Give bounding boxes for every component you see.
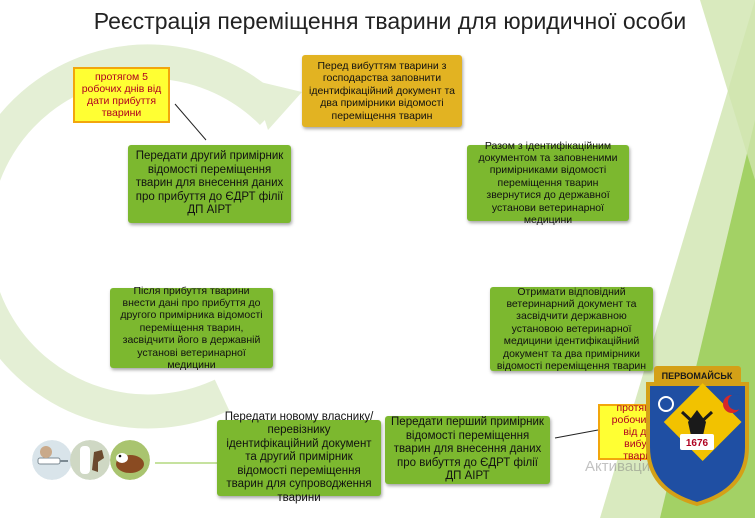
- note-left-connector: [174, 103, 207, 141]
- step-6-box: Після прибуття тварини внести дані про п…: [110, 285, 273, 371]
- vet-syringe-icon: [32, 440, 72, 480]
- vet-photo-1: [32, 440, 72, 480]
- note-right-connector: [554, 429, 599, 439]
- step-1-box: Перед вибуттям тварини з господарства за…: [302, 55, 462, 127]
- emblem-year: 1676: [686, 438, 709, 449]
- step-7-box: Передати другий примірник відомості пере…: [128, 145, 291, 223]
- vet-photo-2: [70, 440, 110, 480]
- step-3-box: Отримати відповідний ветеринарний докуме…: [490, 286, 653, 372]
- slide-title: Реєстрація переміщення тварини для юриди…: [93, 8, 687, 34]
- emblem-banner-bg: [654, 366, 741, 384]
- right-decor-shape-3: [700, 0, 755, 180]
- step-2-box: Разом з ідентифікаційним документом та з…: [467, 140, 629, 226]
- city-emblem: ПЕРВОМАЙСЬК 1676: [646, 366, 749, 507]
- deadline-note-arrival: протягом 5 робочих днів від дати прибутт…: [73, 67, 170, 123]
- vet-photo-3: [110, 440, 150, 480]
- vet-horse-icon: [70, 440, 110, 480]
- cow-icon: [110, 440, 150, 480]
- cycle-ring: [0, 44, 285, 429]
- step-4-box: Передати перший примірник відомості пере…: [385, 416, 550, 484]
- emblem-banner-text: ПЕРВОМАЙСЬК: [662, 370, 733, 381]
- step-5-box: Передати новому власнику/перевізнику іде…: [217, 411, 381, 504]
- cycle-ring-arrowhead: [252, 80, 302, 130]
